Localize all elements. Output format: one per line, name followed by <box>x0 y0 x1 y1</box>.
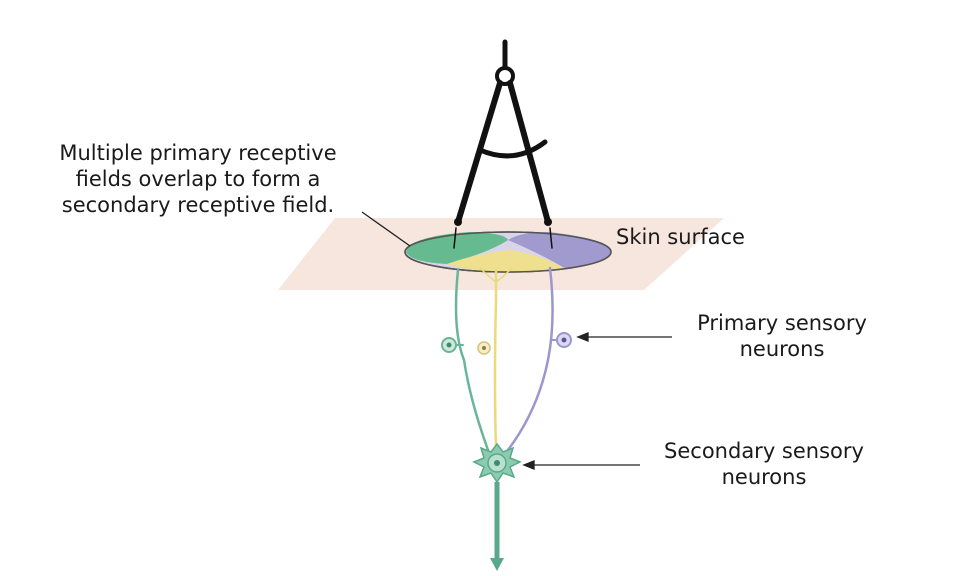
purple-primary-axon <box>506 266 554 452</box>
secondary-neuron-icon <box>472 442 522 571</box>
overlap-caption-line-2: fields overlap to form a <box>75 167 321 191</box>
overlap-pointer <box>361 211 411 247</box>
primary-field-yellow <box>447 250 566 273</box>
overlap-caption-line-1: Multiple primary receptive <box>59 141 337 165</box>
compass-icon <box>453 39 553 249</box>
yellow-primary-axon <box>493 268 498 452</box>
primary-field-green <box>406 232 508 264</box>
primary-field-purple <box>508 232 611 269</box>
secondary-axon-arrowhead <box>490 558 504 571</box>
receptive-field-disc <box>404 231 612 273</box>
skin-surface-label: Skin surface <box>616 225 745 249</box>
secondary-neurons-label-line-1: Secondary sensory <box>664 439 864 463</box>
primary-neurons-label: Primary sensory neurons <box>678 310 886 362</box>
yellow-branch-left <box>479 267 497 283</box>
pointer-lines <box>361 211 672 470</box>
overlap-caption: Multiple primary receptive fields overla… <box>30 140 366 218</box>
primary-neurons-label-line-1: Primary sensory <box>697 311 867 335</box>
yellow-branch-right <box>495 267 513 283</box>
primary-neurons-label-line-2: neurons <box>739 337 825 361</box>
secondary-neurons-label-line-2: neurons <box>721 465 807 489</box>
green-primary-axon <box>454 268 490 452</box>
primary-neuron-cell-bodies <box>441 332 572 355</box>
overlap-caption-line-3: secondary receptive field. <box>61 193 335 217</box>
secondary-neurons-label: Secondary sensory neurons <box>644 438 884 490</box>
neuron-pathways <box>451 266 562 452</box>
